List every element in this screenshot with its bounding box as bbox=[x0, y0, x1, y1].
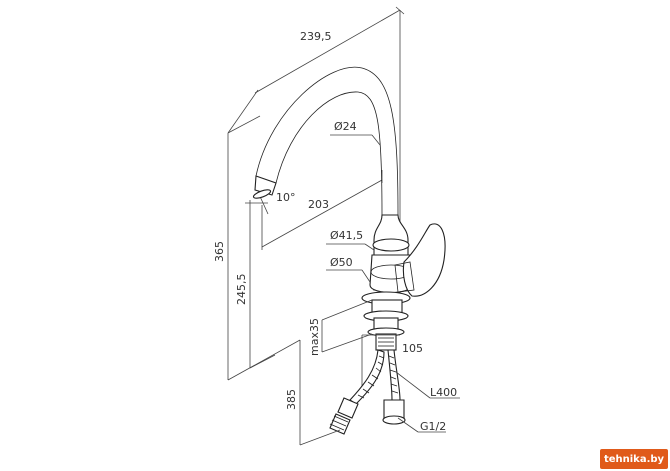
dim-label-hose-length: L400 bbox=[430, 386, 457, 399]
dim-label-spout-diameter: Ø24 bbox=[334, 120, 357, 133]
dim-label-max-counter: max35 bbox=[308, 318, 321, 356]
leader-d50: Ø50 bbox=[326, 256, 371, 283]
dim-label-overall-reach: 239,5 bbox=[300, 30, 332, 43]
leader-l400: L400 bbox=[395, 371, 460, 399]
faucet-handle bbox=[394, 223, 446, 297]
dim-label-shank-length: 105 bbox=[402, 342, 423, 355]
dim-label-body-diameter-upper: Ø41,5 bbox=[330, 229, 363, 242]
spout bbox=[252, 66, 399, 216]
dimension-365: 365 bbox=[213, 133, 301, 381]
dimension-105: 105 bbox=[361, 334, 423, 392]
dimension-203: 203 bbox=[261, 170, 383, 250]
watermark-logo: tehnika.by bbox=[600, 449, 668, 469]
hose-fittings bbox=[329, 397, 406, 435]
dim-label-total-height: 365 bbox=[213, 241, 226, 262]
leader-d24: Ø24 bbox=[330, 120, 381, 146]
dim-label-thread: G1/2 bbox=[420, 420, 446, 433]
dimension-max35: max35 bbox=[308, 299, 373, 356]
dimension-239-5: 239,5 bbox=[227, 6, 405, 320]
dim-label-spout-height: 245,5 bbox=[235, 274, 248, 306]
dim-label-hose-total: 385 bbox=[285, 389, 298, 410]
dim-label-tilt-angle: 10° bbox=[276, 191, 296, 204]
dimension-385: 385 bbox=[285, 340, 341, 446]
hoses bbox=[349, 349, 401, 405]
dim-label-spout-reach: 203 bbox=[308, 198, 329, 211]
dimension-245-5: 245,5 bbox=[235, 200, 276, 369]
faucet-body bbox=[369, 214, 413, 294]
leader-d41-5: Ø41,5 bbox=[326, 229, 375, 251]
mounting-shank bbox=[361, 291, 411, 351]
dim-label-body-diameter-base: Ø50 bbox=[330, 256, 353, 269]
leader-g1-2: G1/2 bbox=[397, 417, 446, 433]
